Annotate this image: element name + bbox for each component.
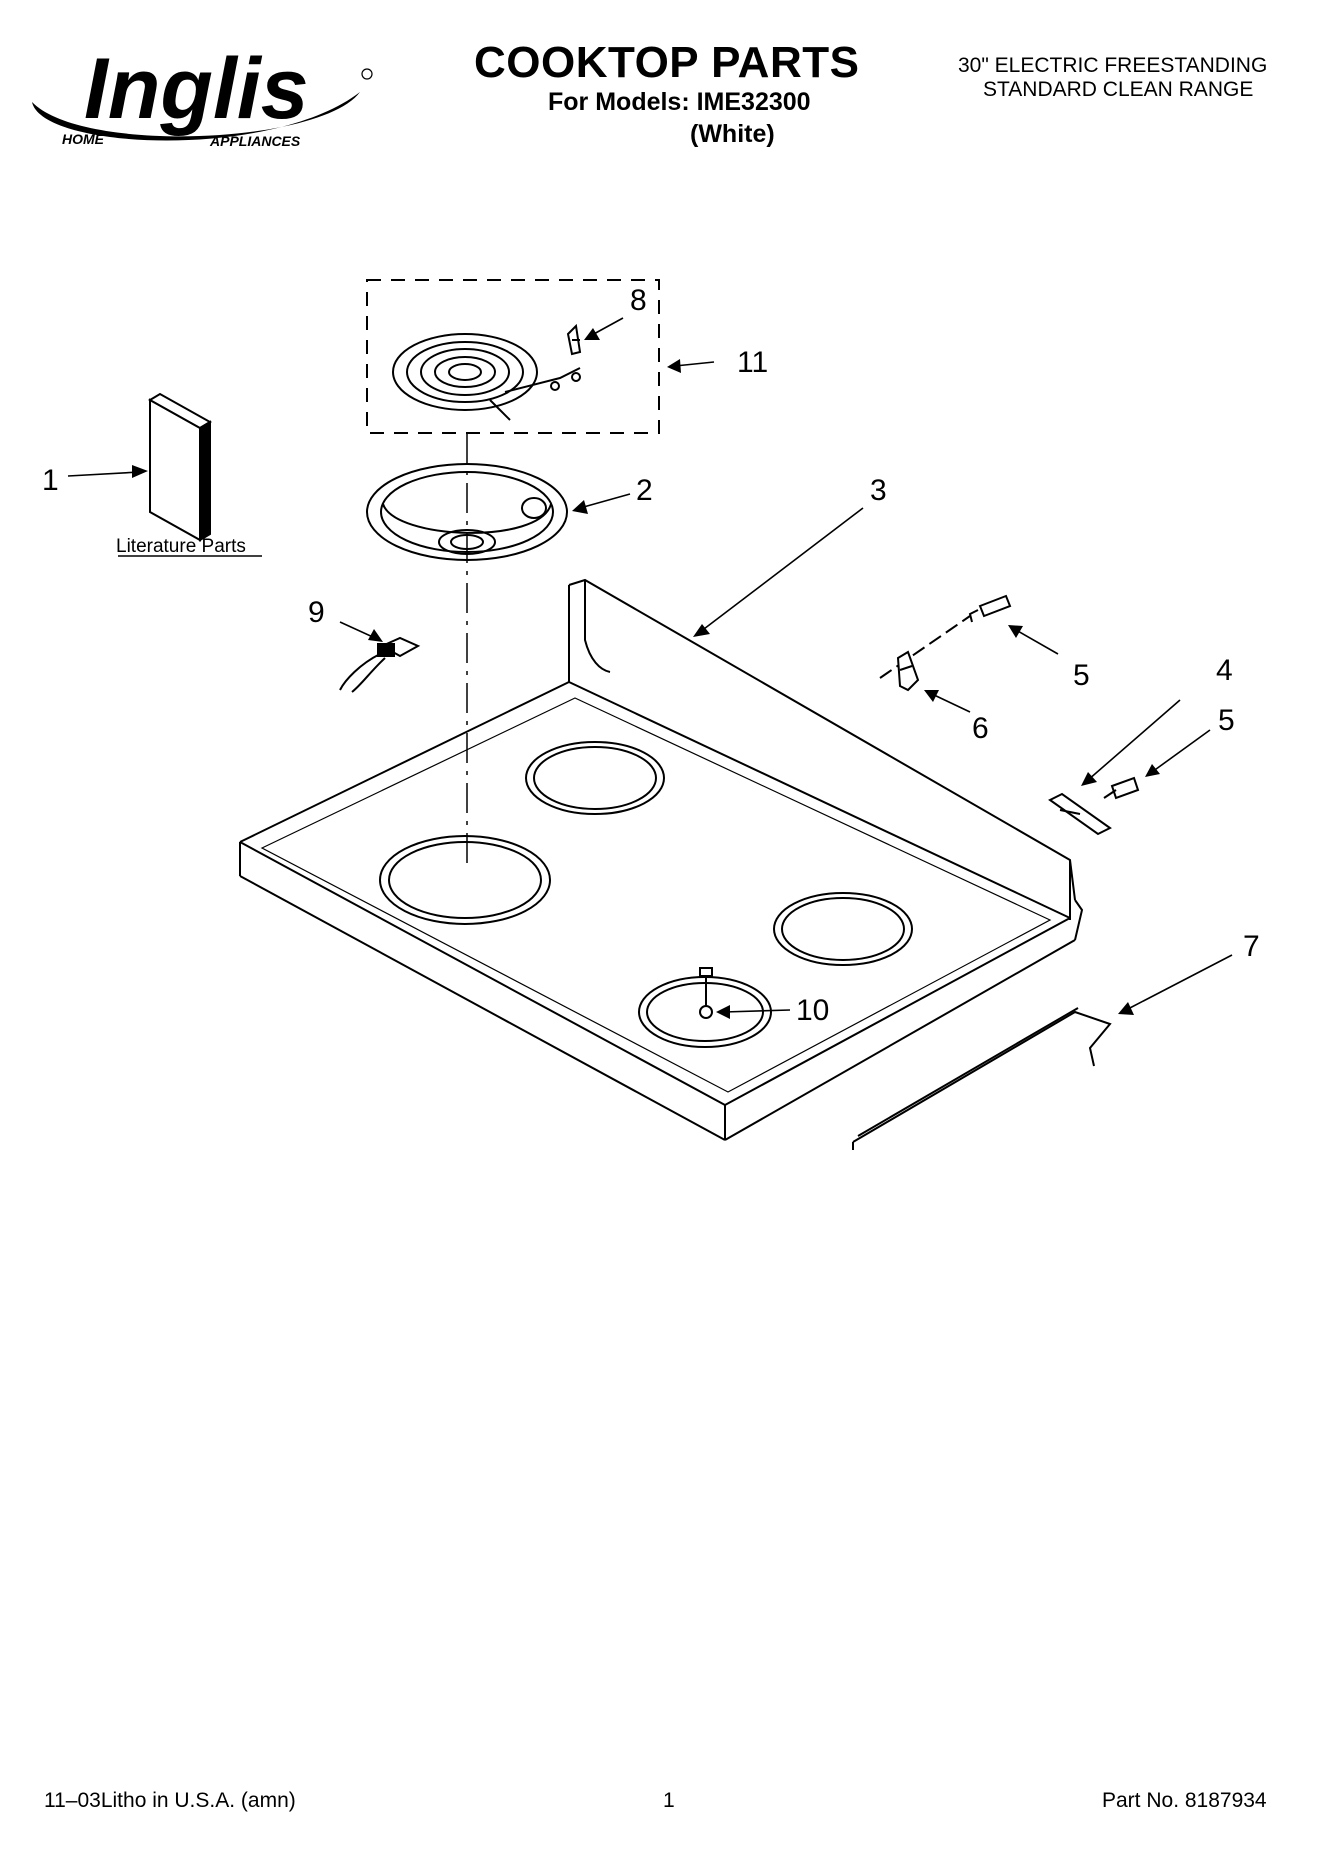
callout-8: 8	[630, 284, 647, 317]
callout-9: 9	[308, 596, 325, 629]
literature-parts-label: Literature Parts	[116, 536, 246, 557]
leader-lines	[67, 317, 1233, 1019]
cooktop-hinge	[1048, 792, 1112, 836]
callout-5-upper: 5	[1073, 659, 1090, 692]
burner-screw	[699, 967, 713, 1019]
brand-wordmark: Inglis	[84, 41, 309, 137]
model-number: For Models: IME32300	[548, 88, 811, 116]
brand-sub-right: APPLIANCES	[209, 133, 301, 149]
callout-10: 10	[796, 994, 829, 1027]
screw-lower	[1103, 776, 1140, 800]
product-description-line1: 30" ELECTRIC FREESTANDING	[958, 54, 1268, 77]
product-description-line2: STANDARD CLEAN RANGE	[983, 78, 1254, 101]
part-number: Part No. 8187934	[1102, 1789, 1267, 1812]
print-info: 11–03Litho in U.S.A. (amn)	[44, 1789, 296, 1812]
page-title: COOKTOP PARTS	[474, 38, 860, 87]
cooktop-prop-rod	[852, 1007, 1112, 1150]
mounting-bracket	[896, 650, 920, 692]
terminal-clip	[566, 323, 582, 356]
screw-upper	[879, 594, 1012, 679]
terminal-block	[339, 636, 421, 693]
surface-element-assembly-box	[366, 279, 660, 434]
callout-6: 6	[972, 712, 989, 745]
cooktop-main-top	[239, 578, 1084, 1141]
page-number: 1	[663, 1789, 675, 1812]
callout-4: 4	[1216, 654, 1233, 687]
callout-1: 1	[42, 464, 59, 497]
callout-5-lower: 5	[1218, 704, 1235, 737]
brand-sub-left: HOME	[62, 131, 105, 147]
callout-11: 11	[737, 346, 768, 379]
inglis-logo: Inglis HOME APPLIANCES	[32, 41, 373, 149]
callout-2: 2	[636, 474, 653, 507]
coil-surface-element	[392, 333, 581, 421]
callout-3: 3	[870, 474, 887, 507]
callout-7: 7	[1243, 930, 1260, 963]
literature-booklet	[118, 392, 262, 557]
model-color: (White)	[690, 120, 775, 148]
